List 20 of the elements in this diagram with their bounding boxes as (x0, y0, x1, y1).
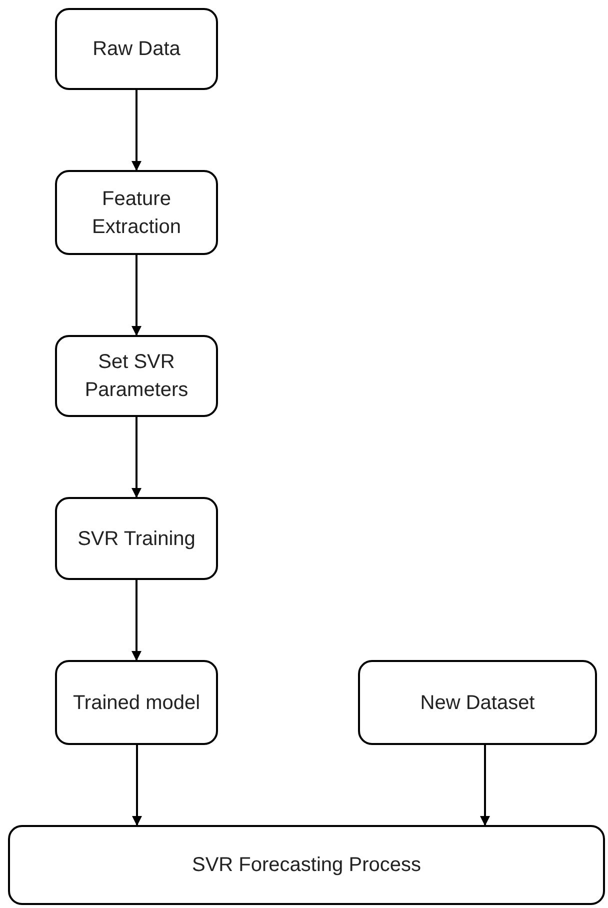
box-label: Set SVR Parameters (84, 350, 190, 403)
box-label: SVR Forecasting Process (191, 853, 422, 878)
arrow (132, 745, 142, 826)
box-label: Feature Extraction (91, 186, 182, 240)
arrow (132, 580, 142, 661)
box-label: SVR Training (76, 526, 196, 552)
arrow (132, 417, 142, 498)
process-box (55, 170, 218, 255)
box-label: Trained model (72, 690, 202, 716)
process-box (8, 825, 605, 905)
arrow (132, 90, 142, 171)
box-label: Raw Data (92, 37, 182, 62)
process-box (55, 660, 218, 745)
process-box (55, 335, 218, 417)
process-box (55, 497, 218, 580)
process-box (358, 660, 597, 745)
process-box (55, 8, 218, 90)
box-label: New Dataset (419, 690, 536, 716)
arrow (480, 745, 490, 826)
arrow (132, 255, 142, 336)
